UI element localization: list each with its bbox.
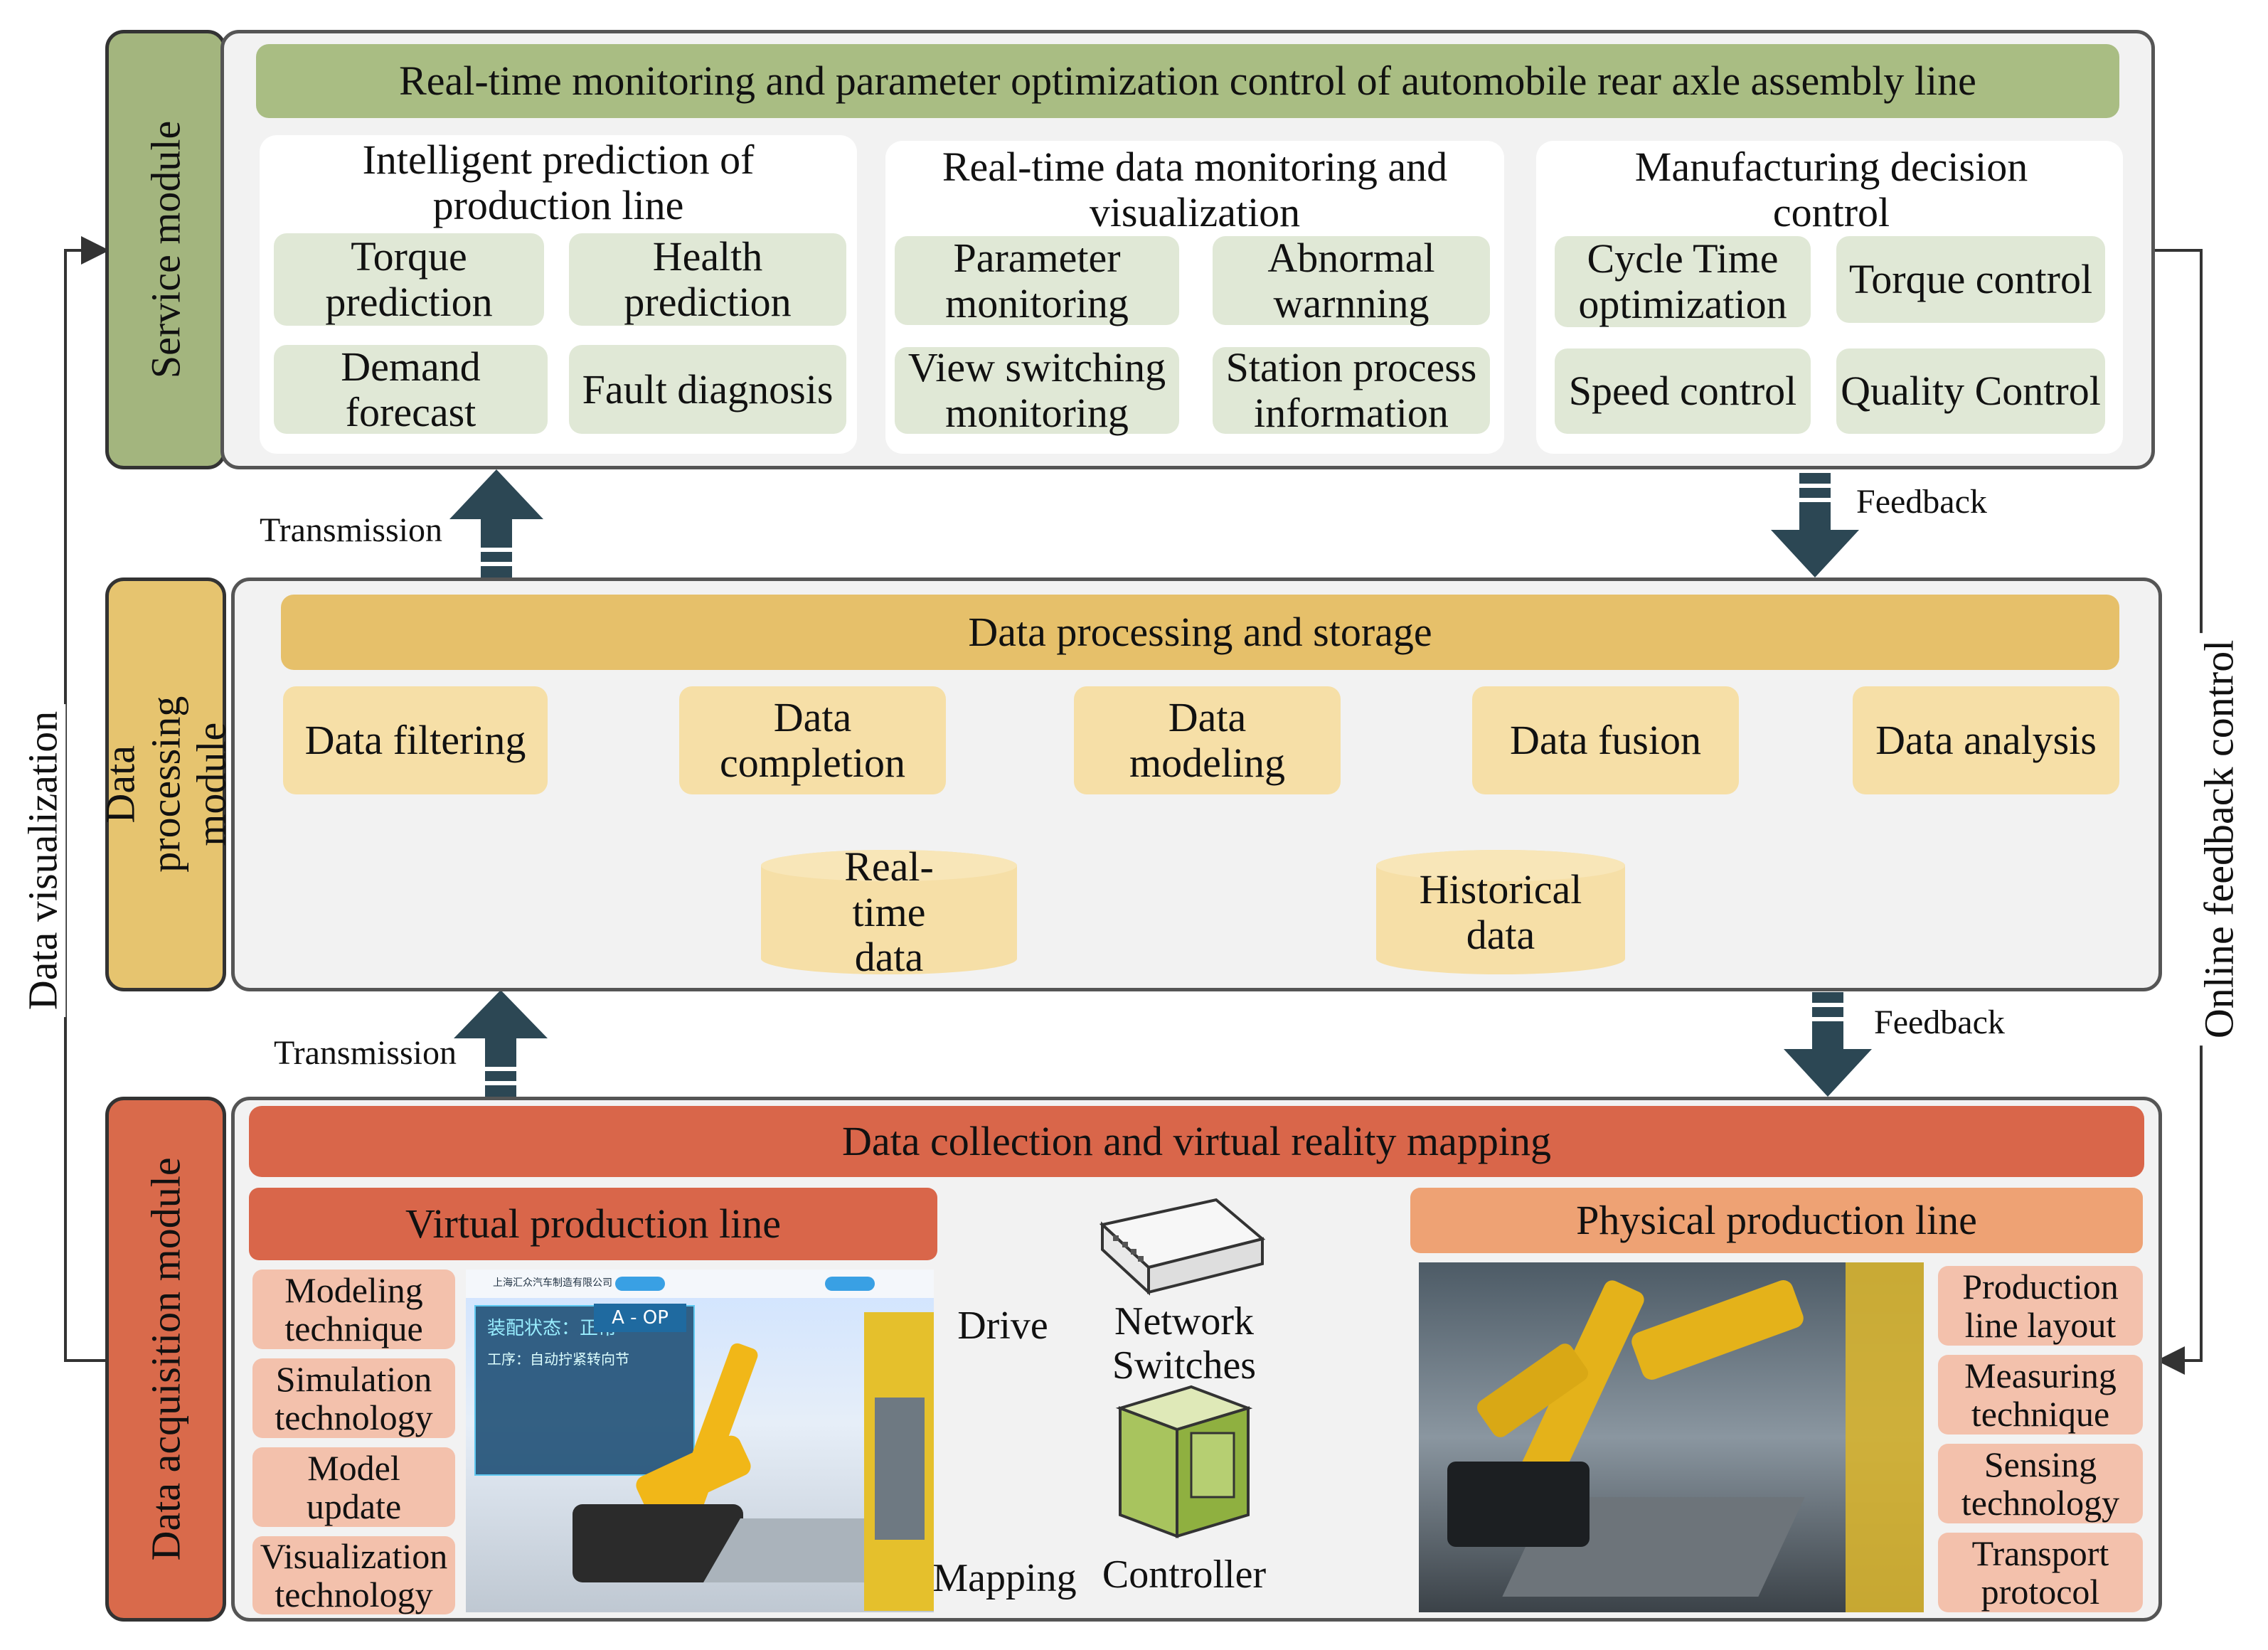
transmission-bottom-label: Transmission [274,1034,457,1072]
service-header: Real-time monitoring and parameter optim… [256,44,2119,118]
data-modeling-step: Data modeling [1074,686,1341,794]
physical-line-title: Physical production line [1410,1188,2143,1253]
transmission-arrow-top [449,469,543,578]
service-module-label: Service module [142,120,189,379]
drive-label: Drive [957,1304,1048,1348]
physical-production-photo [1419,1262,1924,1612]
photo-robot-arm [1629,1277,1806,1383]
realtime-data-store: Real-time data [761,843,1017,981]
data-analysis-step: Data analysis [1853,686,2119,794]
torque-control-item: Torque control [1836,236,2105,323]
processing-header: Data processing and storage [281,595,2119,670]
realtime-data-label: Real-time data [844,843,934,981]
view-switching-item: View switching monitoring [895,345,1179,435]
simulation-technology-item: Simulation technology [252,1358,455,1438]
abnormal-warning-item: Abnormal warnning [1213,235,1490,326]
acquisition-header: Data collection and virtual reality mapp… [249,1106,2144,1177]
process-step: 工序：自动拧紧转向节 [487,1351,629,1368]
measuring-technique-item: Measuring technique [1938,1355,2143,1435]
screen-tab [825,1277,875,1291]
controller-icon [1115,1385,1253,1538]
fence-panel [875,1398,925,1540]
network-switches-label: Network Switches [1112,1299,1257,1388]
processing-module-label: Data processing module [97,696,234,873]
photo-fence [1846,1262,1924,1612]
data-visualization-loop [64,236,110,1362]
data-completion-step: Data completion [679,686,946,794]
station-label: A - OP [594,1304,686,1332]
photo-machinery [1447,1462,1590,1547]
acquisition-module-tab: Data acquisition module [105,1097,226,1622]
mapping-label: Mapping [932,1556,1077,1601]
fault-diagnosis-item: Fault diagnosis [569,345,846,434]
historical-data-store: Historical data [1376,850,1625,974]
feedback-top-label: Feedback [1856,483,1987,521]
torque-prediction-item: Torque prediction [274,233,544,326]
monitoring-group-title: Real-time data monitoring and visualizat… [942,144,1448,235]
service-module-tab: Service module [105,30,226,469]
transmission-arrow-bottom [454,990,548,1097]
line-layout-item: Production line layout [1938,1266,2143,1346]
prediction-group-title: Intelligent prediction of production lin… [362,137,755,228]
historical-data-label: Historical data [1419,866,1582,958]
company-name: 上海汇众汽车制造有限公司 [493,1277,612,1289]
data-visualization-label: Data visualization [19,703,65,1018]
sensing-technology-item: Sensing technology [1938,1444,2143,1523]
demand-forecast-item: Demand forecast [274,344,548,435]
status-panel [474,1305,695,1476]
virtual-production-screenshot: 上海汇众汽车制造有限公司 装配状态：正常 工序：自动拧紧转向节 A - OP [466,1270,934,1612]
visualization-technology-item: Visualization technology [252,1536,455,1614]
health-prediction-item: Health prediction [569,233,846,326]
network-switch-icon [1099,1198,1266,1296]
processing-module-tab: Data processing module [97,578,234,991]
modeling-technique-item: Modeling technique [252,1270,455,1349]
controller-label: Controller [1102,1553,1267,1597]
acquisition-module-label: Data acquisition module [142,1157,189,1561]
station-process-item: Station process information [1213,345,1490,435]
cylinder-icon [761,850,1017,974]
feedback-bottom-label: Feedback [1874,1004,2005,1041]
online-feedback-wrap: Online feedback control [2176,632,2262,1046]
transmission-top-label: Transmission [260,511,442,549]
online-feedback-label: Online feedback control [2195,632,2242,1046]
model-update-item: Model update [252,1447,455,1527]
cylinder-icon [1376,850,1625,974]
cycle-time-item: Cycle Time optimization [1555,236,1811,327]
feedback-arrow-top [1771,473,1859,578]
virtual-line-title: Virtual production line [249,1188,937,1260]
parameter-monitoring-item: Parameter monitoring [895,235,1179,326]
quality-control-item: Quality Control [1836,348,2105,434]
data-filtering-step: Data filtering [283,686,548,794]
speed-control-item: Speed control [1555,348,1811,434]
transport-protocol-item: Transport protocol [1938,1533,2143,1612]
screen-tab [615,1277,665,1291]
data-visualization-wrap: Data visualization [0,703,85,1018]
decision-group-title: Manufacturing decision control [1634,144,2028,235]
feedback-arrow-bottom [1784,992,1872,1097]
data-fusion-step: Data fusion [1472,686,1739,794]
